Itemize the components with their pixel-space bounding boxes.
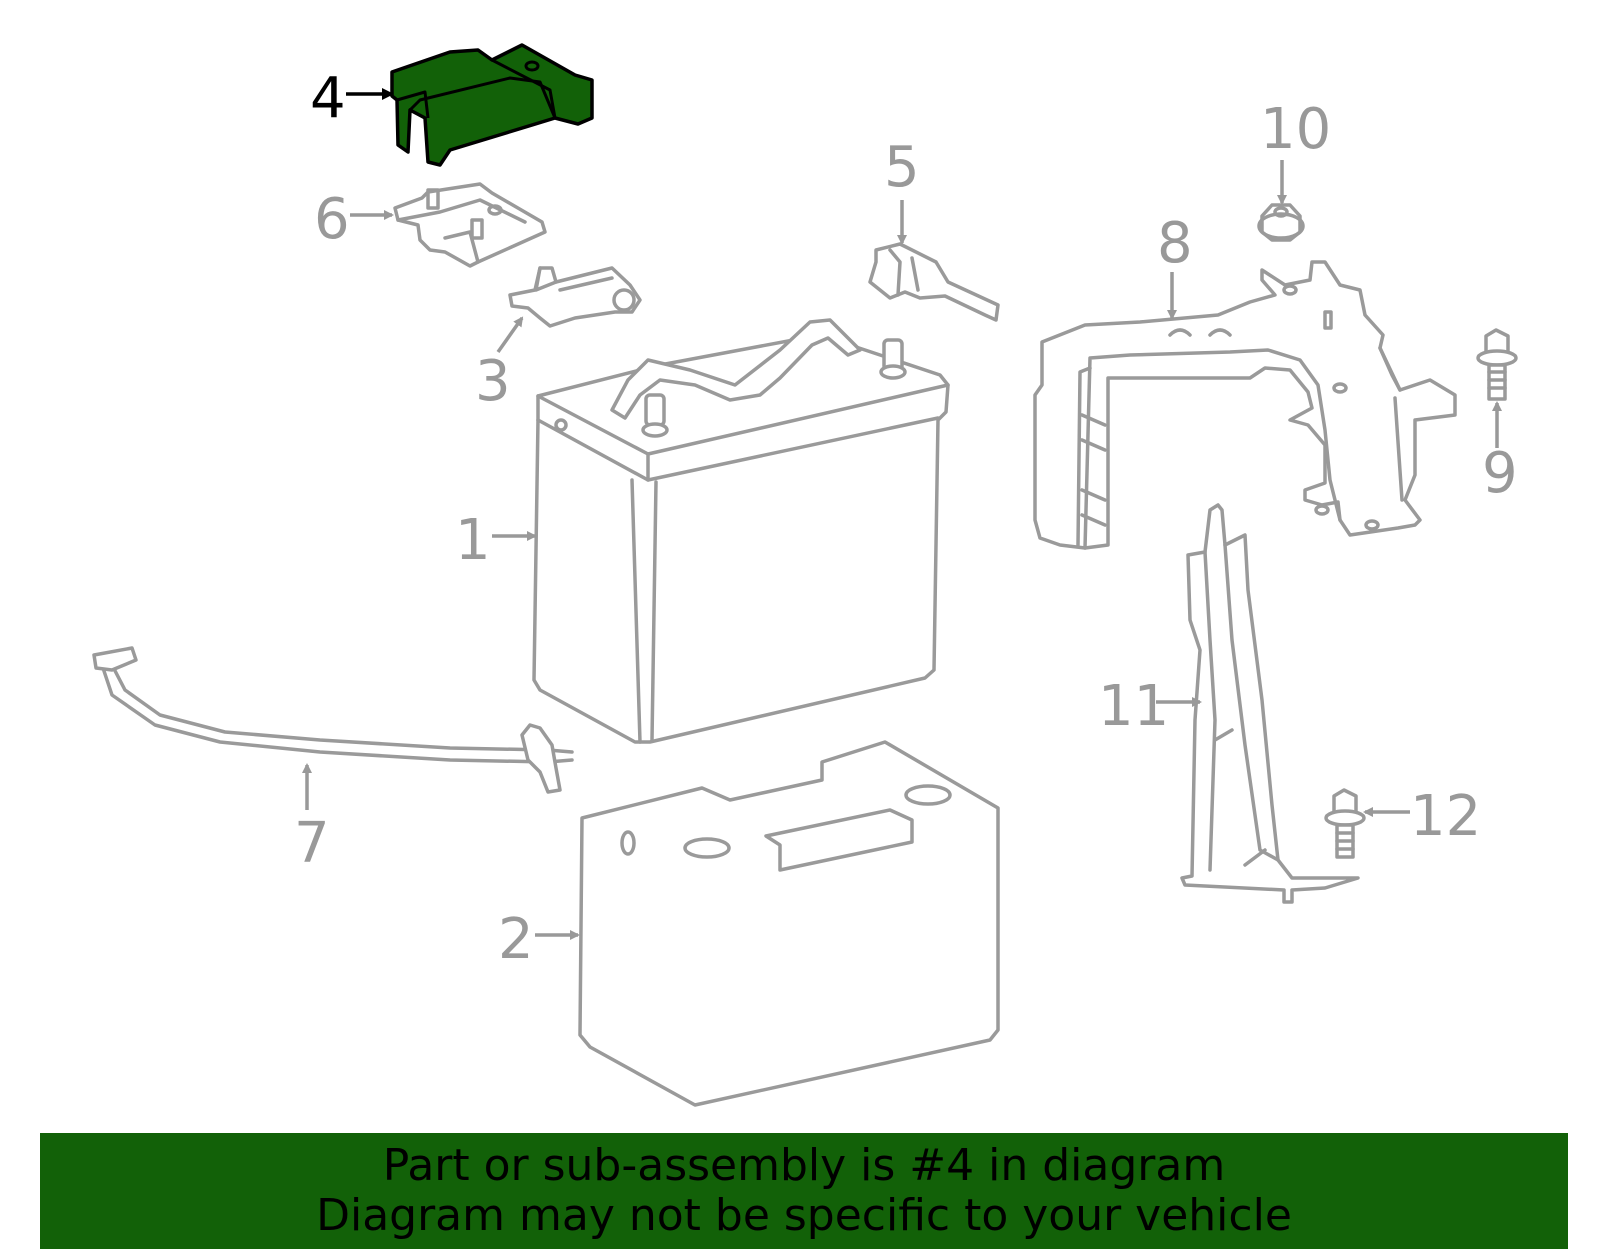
part-10-nut[interactable] [1257,203,1305,242]
callout-3[interactable]: 3 [475,349,511,414]
part-3-sensor[interactable] [508,266,642,328]
callout-4[interactable]: 4 [310,66,346,131]
callout-1[interactable]: 1 [455,508,491,573]
part-8-bracket[interactable] [1033,260,1457,550]
callout-8[interactable]: 8 [1157,211,1193,276]
callout-10[interactable]: 10 [1260,97,1331,162]
part-11-support[interactable] [1180,503,1360,904]
callout-6[interactable]: 6 [314,187,350,252]
callout-11[interactable]: 11 [1098,674,1169,739]
part-2-battery-tray[interactable] [578,740,1000,1107]
part-6-clamp[interactable] [393,182,547,268]
part-5-connector[interactable] [868,242,1000,322]
banner-line-1: Part or sub-assembly is #4 in diagram [382,1140,1226,1191]
part-7-cable[interactable] [92,646,574,794]
info-banner: Part or sub-assembly is #4 in diagram Di… [40,1133,1568,1249]
callout-7[interactable]: 7 [294,811,330,876]
part-12-bolt[interactable] [1324,788,1366,859]
banner-line-2: Diagram may not be specific to your vehi… [316,1190,1292,1241]
part-1-battery[interactable] [532,318,950,744]
callout-3-leader [496,316,524,354]
callout-12[interactable]: 12 [1410,784,1481,849]
part-4-terminal-cover[interactable] [390,43,594,167]
callout-9[interactable]: 9 [1482,441,1518,506]
callout-2[interactable]: 2 [498,907,534,972]
part-9-bolt[interactable] [1476,328,1518,401]
callout-5[interactable]: 5 [884,135,920,200]
